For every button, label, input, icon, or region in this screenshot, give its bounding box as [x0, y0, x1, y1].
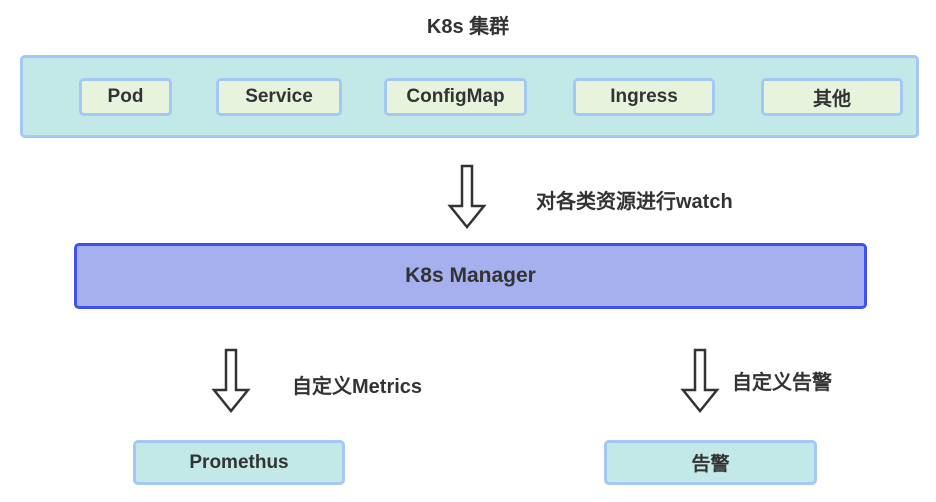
resource-other: 其他	[761, 78, 903, 116]
resource-configmap: ConfigMap	[384, 78, 527, 116]
watch-label: 对各类资源进行watch	[536, 191, 733, 213]
down-arrow-icon	[680, 348, 720, 413]
resource-service: Service	[216, 78, 342, 116]
alert-box: 告警	[604, 440, 817, 485]
down-arrow-icon	[211, 348, 251, 413]
custom-alert-label: 自定义告警	[732, 372, 832, 394]
prometheus-box: Promethus	[133, 440, 345, 485]
custom-metrics-label: 自定义Metrics	[292, 376, 423, 398]
resource-pod: Pod	[79, 78, 172, 116]
resource-ingress: Ingress	[573, 78, 715, 116]
k8s-manager-box: K8s Manager	[74, 243, 867, 309]
cluster-title: K8s 集群	[426, 16, 510, 38]
down-arrow-icon	[447, 164, 487, 229]
